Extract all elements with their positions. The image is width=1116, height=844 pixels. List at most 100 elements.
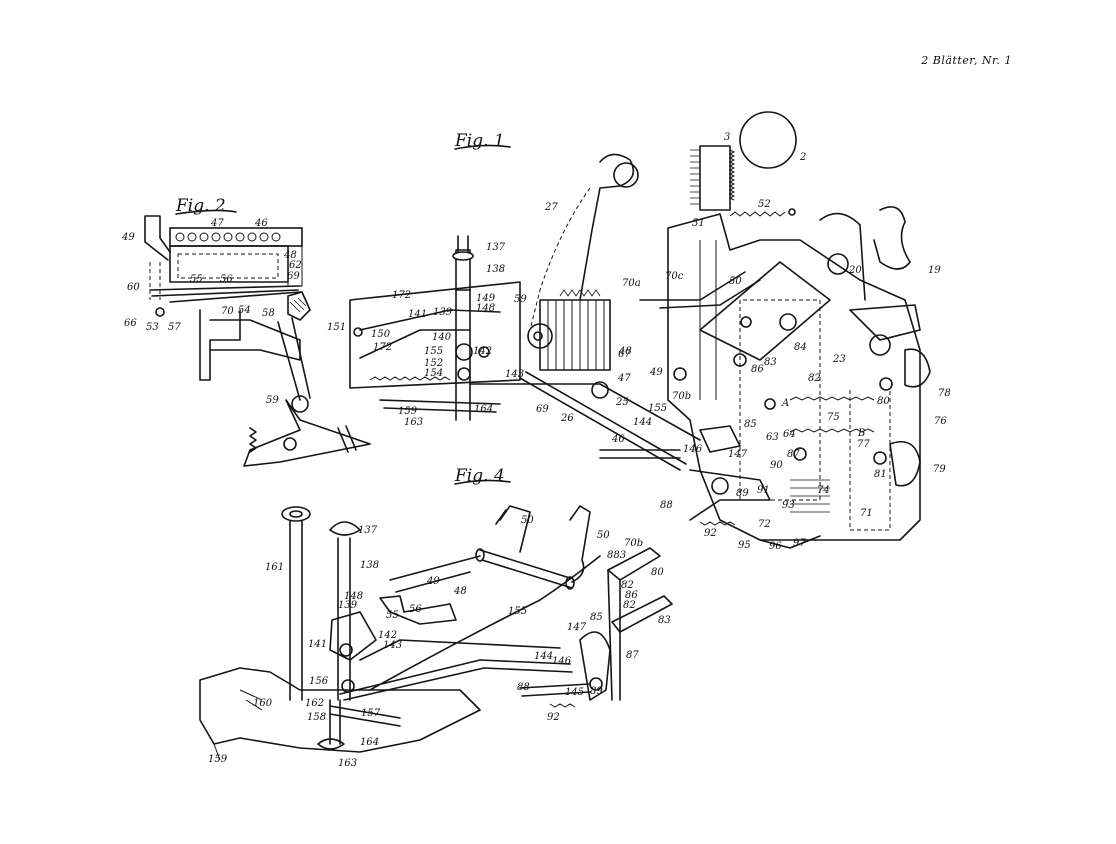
- pedal-bar-159: [379, 399, 501, 413]
- fig4-ref-numeral-145: 145: [565, 687, 584, 698]
- fig4-ref-numeral-55: 55: [386, 610, 399, 621]
- fig1-ref-numeral-76: 76: [934, 416, 947, 427]
- spring-carriage: [369, 376, 451, 381]
- fig1-ref-numeral-50: 50: [729, 276, 742, 287]
- fig1-ref-numeral-83: 83: [764, 357, 777, 368]
- fig1-ref-numeral-70c: 70c: [665, 271, 684, 282]
- pivot-20: [827, 253, 849, 275]
- fig1-ref-numeral-147: 147: [728, 449, 748, 460]
- spring-92-fig4: [549, 703, 576, 708]
- fig2-ref-numeral-58: 58: [262, 308, 275, 319]
- fig4-ref-numeral-141: 141: [308, 639, 327, 650]
- fig4-ref-numeral-83: 83: [658, 615, 671, 626]
- fig1-ref-numeral-25: 25: [615, 397, 629, 408]
- figure-4: Fig. 4: [199, 466, 673, 769]
- pivot-84: [779, 313, 797, 331]
- sheet-number-header: 2 Blätter, Nr. 1: [921, 54, 1012, 67]
- shaft-end-right: [565, 576, 575, 590]
- fig1-ref-numeral-A: A: [781, 398, 789, 409]
- spring-92: [699, 521, 736, 526]
- fig2-ref-numeral-55: 55: [190, 274, 203, 285]
- fig4-ref-numeral-80: 80: [651, 567, 664, 578]
- fig1-ref-numeral-67: 67: [618, 349, 631, 360]
- fig1-ref-numeral-151: 151: [327, 322, 346, 333]
- fig1-ref-numeral-137: 137: [486, 242, 506, 253]
- fig4-ref-numeral-161: 161: [265, 562, 284, 573]
- rod-144: [519, 371, 687, 471]
- shaft-fig4: [479, 549, 573, 589]
- pivot-26: [591, 381, 609, 399]
- spring-52-anchor: [788, 208, 796, 216]
- fig1-ref-numeral-146: 146: [683, 444, 703, 455]
- fig2-ref-numeral-46: 46: [254, 218, 268, 229]
- fig1-ref-numeral-89: 89: [736, 488, 749, 499]
- fig4-ref-numeral-883: 883: [607, 550, 626, 561]
- fig1-ref-numeral-95: 95: [738, 540, 751, 551]
- fig4-reference-numerals: 161137138505070b883804948555614813915582…: [208, 515, 671, 769]
- fig4-ref-numeral-159: 159: [208, 754, 228, 765]
- slide-157: [329, 705, 401, 727]
- pivot-141-fig4: [339, 643, 353, 657]
- fig1-ref-numeral-47: 47: [617, 373, 631, 384]
- hidden-frame-outline: [739, 299, 821, 501]
- fig1-ref-numeral-71: 71: [860, 508, 873, 519]
- fig4-ref-numeral-89: 89: [590, 686, 603, 697]
- chute-27-dashed-path: [529, 187, 591, 331]
- fig4-ref-numeral-164: 164: [360, 737, 379, 748]
- rod-143: [469, 383, 701, 441]
- fig4-ref-numeral-160: 160: [253, 698, 273, 709]
- fig1-ref-numeral-163: 163: [404, 417, 423, 428]
- fig1-ref-numeral-93: 93: [782, 500, 795, 511]
- fig4-ref-numeral-144: 144: [534, 651, 553, 662]
- fig1-ref-numeral-90: 90: [770, 460, 783, 471]
- frame-57: [199, 309, 241, 381]
- lever-88: [689, 469, 771, 521]
- brush-3: [699, 145, 731, 211]
- bell-crank-50: [699, 261, 831, 361]
- cam-arm: [819, 212, 866, 301]
- platen-wheel: [527, 323, 553, 349]
- fig1-ref-numeral-77: 77: [857, 439, 870, 450]
- figure-2: Fig. 2: [121, 196, 371, 467]
- bar-83: [611, 595, 673, 633]
- lever-59-pivot: [291, 395, 309, 413]
- fig4-ref-numeral-82: 82: [623, 600, 636, 611]
- fig2-ref-numeral-54: 54: [238, 305, 251, 316]
- fig1-ref-numeral-48: 48: [618, 346, 632, 357]
- fig1-ref-numeral-20: 20: [848, 265, 862, 276]
- fig1-ref-numeral-27: 27: [544, 202, 558, 213]
- hook-lever-19: [873, 206, 911, 270]
- fig1-ref-numeral-149: 149: [476, 293, 496, 304]
- key-cap-137: [452, 251, 474, 261]
- spring-fig2: [249, 427, 257, 453]
- fig1-ref-numeral-52: 52: [758, 199, 771, 210]
- fig2-ref-numeral-60: 60: [127, 282, 140, 293]
- fig1-ref-numeral-91: 91: [757, 485, 770, 496]
- pedal-rod-164: [329, 699, 341, 745]
- brush-teeth: [728, 149, 736, 201]
- fig4-ref-numeral-147: 147: [567, 622, 587, 633]
- rack-74-teeth: [790, 479, 830, 513]
- cam-87: [579, 631, 611, 701]
- platen-hub: [533, 331, 543, 341]
- base-plate-detail: [213, 689, 263, 761]
- fig2-ref-numeral-47: 47: [210, 218, 224, 229]
- frame-50-left: [495, 505, 531, 553]
- shaft-end-left: [475, 548, 485, 562]
- fig1-ref-numeral-80: 80: [877, 396, 890, 407]
- fig4-ref-numeral-82: 82: [621, 580, 634, 591]
- fig1-ref-numeral-75: 75: [827, 412, 840, 423]
- rod-161-cap: [281, 506, 311, 522]
- link-70c: [639, 271, 761, 309]
- hidden-slide-71: [849, 390, 891, 531]
- bar-46: [599, 449, 681, 459]
- fig2-ref-numeral-66: 66: [124, 318, 137, 329]
- fig1-ref-numeral-154: 154: [424, 368, 443, 379]
- fig1-ref-numeral-138: 138: [486, 264, 505, 275]
- fig1-ref-numeral-85: 85: [744, 419, 757, 430]
- key-rod: [455, 289, 471, 421]
- fig1-ref-numeral-82: 82: [808, 373, 821, 384]
- foot-plate-pivot: [283, 437, 297, 451]
- fig2-ref-numeral-57: 57: [168, 322, 181, 333]
